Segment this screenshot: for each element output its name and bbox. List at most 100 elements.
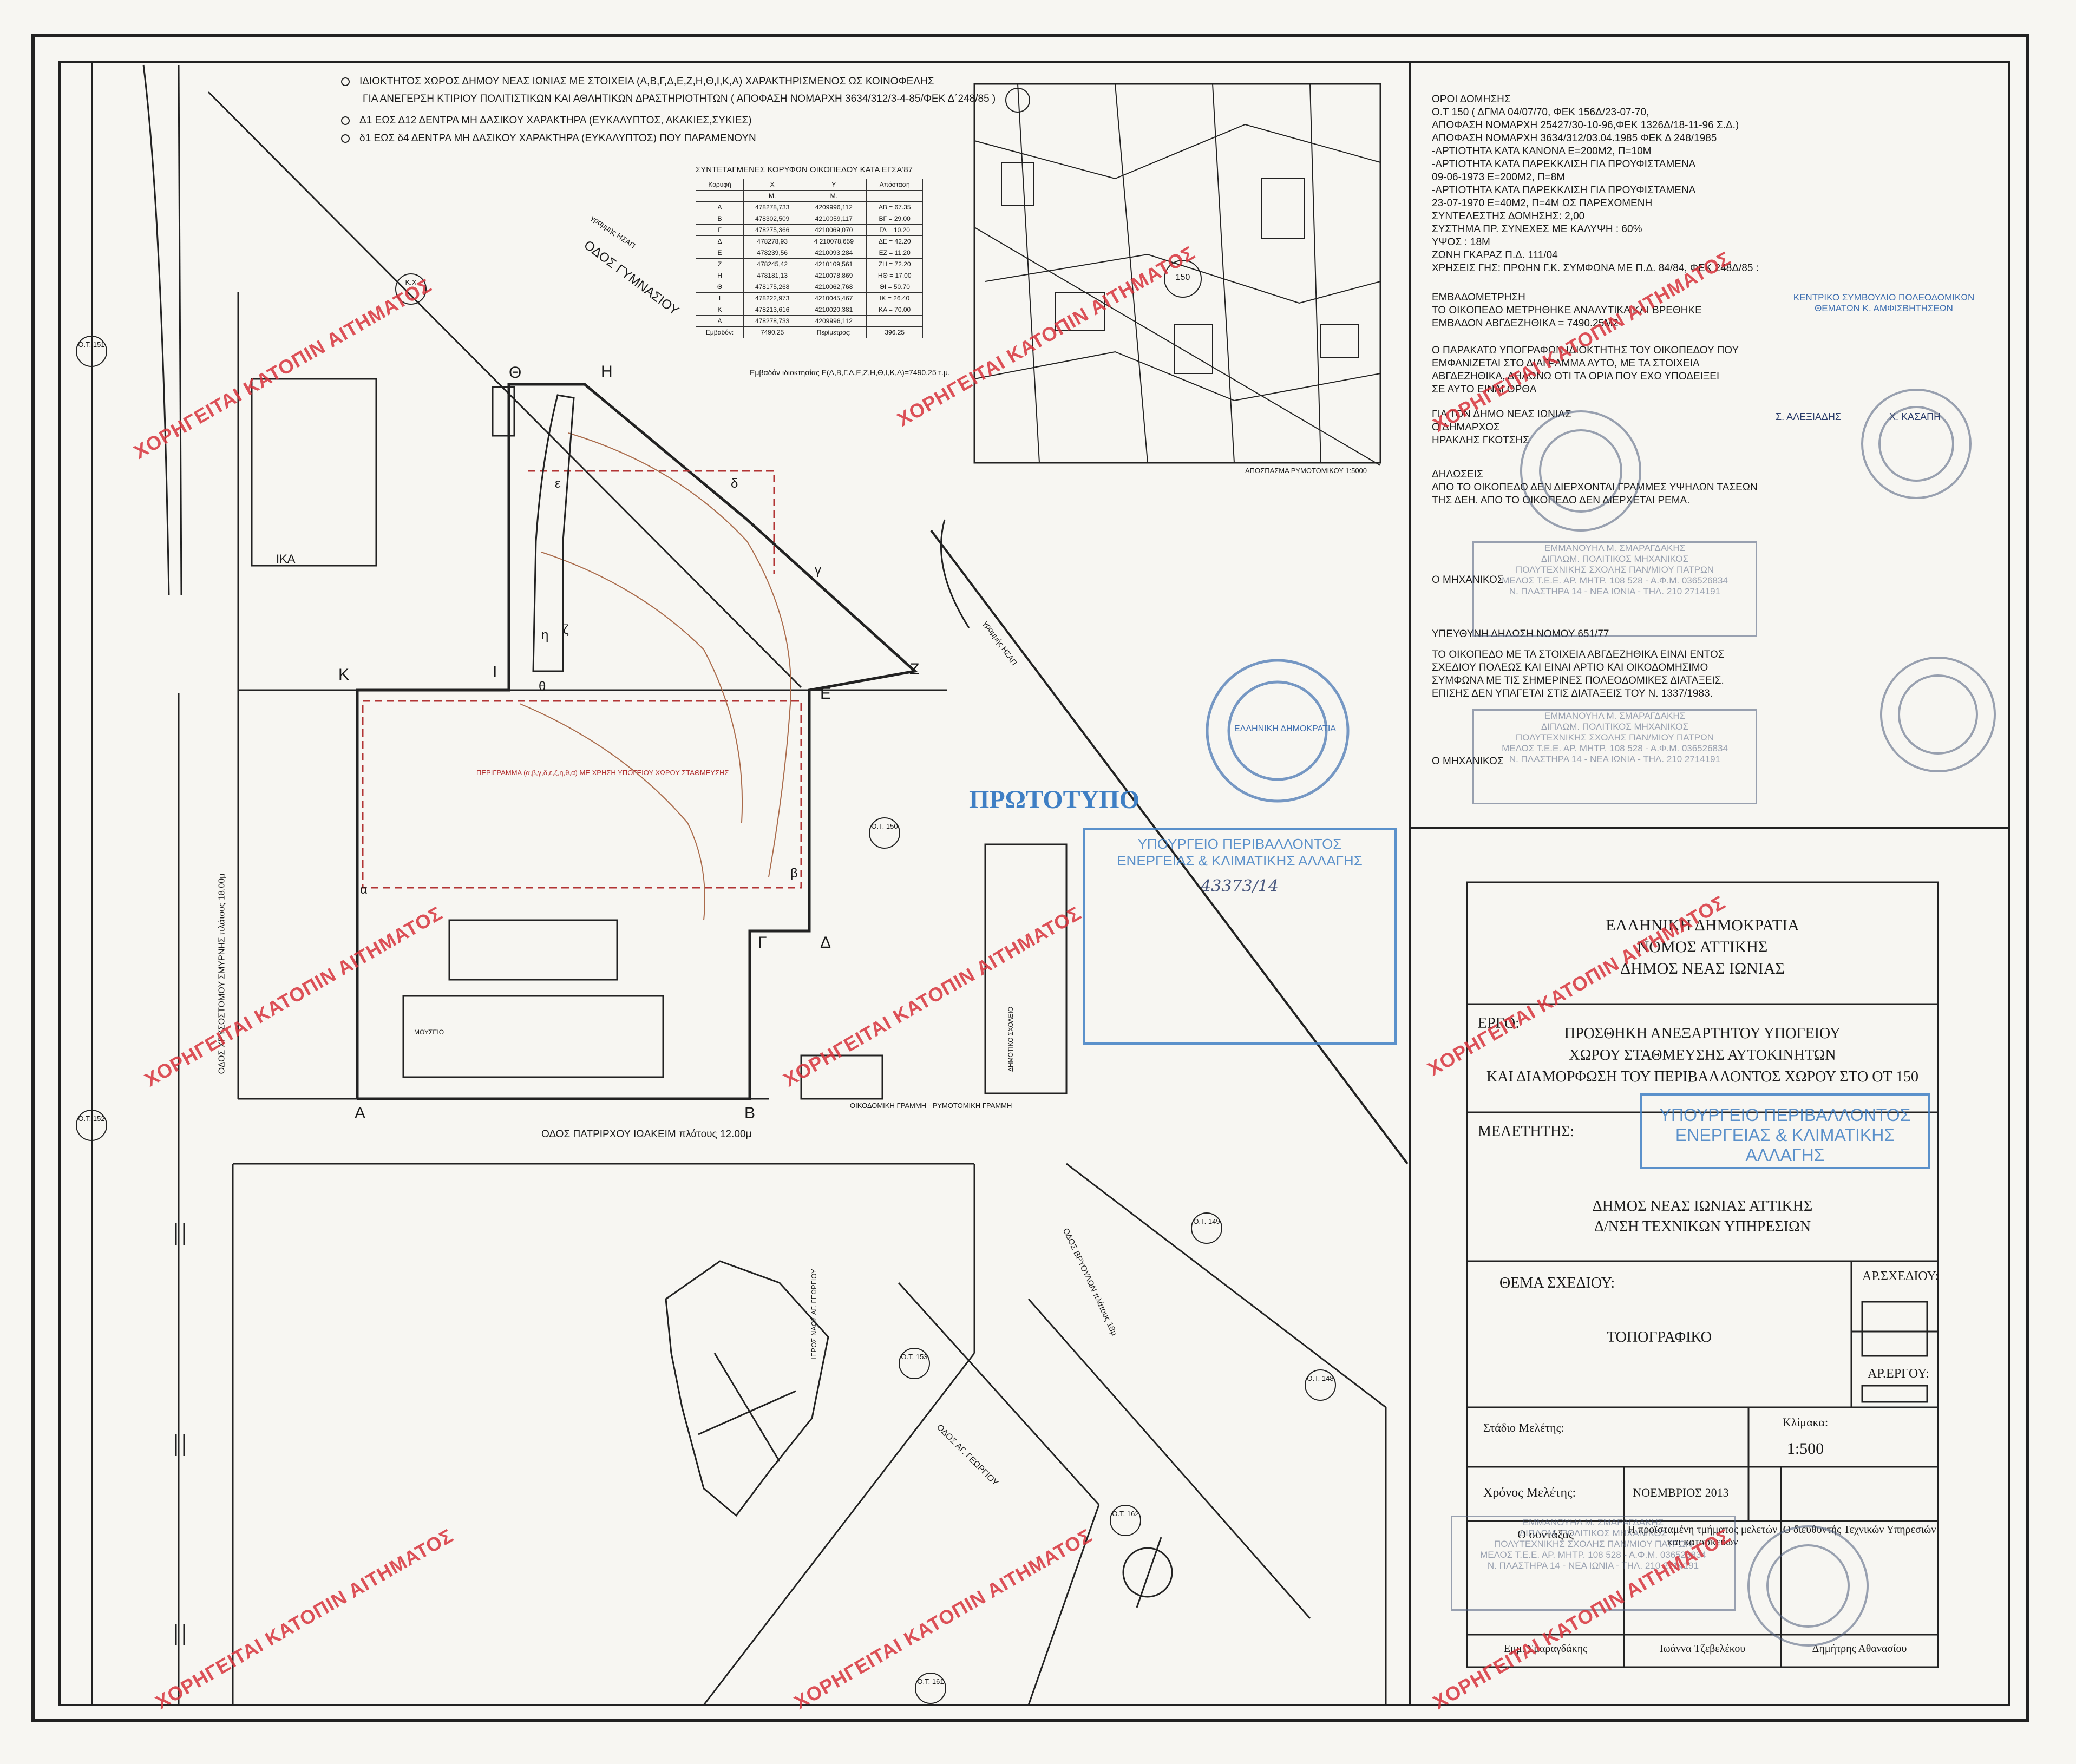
block-marker-162: Ο.Τ. 162 (1110, 1505, 1141, 1536)
ika-label: ΙΚΑ (276, 552, 296, 566)
date-value: ΝΟΕΜΒΡΙΟΣ 2013 (1633, 1486, 1729, 1499)
signer2-role: Η προϊσταμένη τμήματος μελετών και κατασ… (1627, 1524, 1778, 1548)
project-title: ΠΡΟΣΘΗΚΗ ΑΝΕΞΑΡΤΗΤΟΥ ΥΠΟΓΕΙΟΥ ΧΩΡΟΥ ΣΤΑΘ… (1486, 1025, 1919, 1085)
table-cell: 478181,13 (743, 270, 802, 281)
inner-frame (58, 61, 2010, 1706)
legend-item-property-cont: ΓΙΑ ΑΝΕΓΕΡΣΗ ΚΤΙΡΙΟΥ ΠΟΛΙΤΙΣΤΙΚΩΝ ΚΑΙ ΑΘ… (363, 93, 996, 104)
signer2-name: Ιωάννα Τζεβελέκου (1659, 1643, 1746, 1655)
vertex-G: Γ (758, 934, 767, 952)
seal-label: ΕΛΛΗΝΙΚΗ ΔΗΜΟΚΡΑΤΙΑ (1234, 724, 1336, 733)
engineer-stamp-3: ΕΜΜΑΝΟΥΗΛ Μ. ΣΜΑΡΑΓΔΑΚΗΣ ΔΙΠΛΩΜ. ΠΟΛΙΤΙΚ… (1451, 1516, 1736, 1611)
date-label: Χρόνος Μελέτης: (1483, 1486, 1576, 1500)
table-cell: ΔΕ = 42.20 (866, 235, 923, 247)
vertex-d: δ (731, 476, 738, 491)
building-line-label: ΟΙΚΟΔΟΜΙΚΗ ΓΡΑΜΜΗ - ΡΥΜΟΤΟΜΙΚΗ ΓΡΑΜΜΗ (850, 1101, 1012, 1110)
parking-perimeter-label: ΠΕΡΙΓΡΑΜΜΑ (α,β,γ,δ,ε,ζ,η,θ,α) ΜΕ ΧΡΗΣΗ … (476, 769, 729, 777)
signer1-name: Εμμ. Σμαραγδάκης (1503, 1643, 1588, 1655)
bullet-icon (341, 134, 350, 143)
museum-label: ΜΟΥΣΕΙΟ (414, 1028, 444, 1036)
vertex-K: Κ (338, 666, 350, 684)
subject: ΤΟΠΟΓΡΑΦΙΚΟ (1607, 1329, 1712, 1346)
block-marker-151: Ο.Τ. 151 (76, 336, 107, 367)
table-cell: 4210062,768 (801, 281, 867, 293)
vertex-z: ζ (563, 622, 569, 637)
legend-item-trees-remaining: δ1 ΕΩΣ δ4 ΔΕΝΤΡΑ ΜΗ ΔΑΣΙΚΟΥ ΧΑΡΑΚΤΗΡΑ (Ε… (341, 133, 756, 145)
title-authority: ΕΛΛΗΝΙΚΗ ΔΗΜΟΚΡΑΤΙΑ ΝΟΜΟΣ ΑΤΤΙΚΗΣ ΔΗΜΟΣ … (1606, 916, 1799, 978)
kx-marker: Κ.Χ (395, 273, 427, 305)
coords-table-title: ΣΥΝΤΕΤΑΓΜΕΝΕΣ ΚΟΡΥΦΩΝ ΟΙΚΟΠΕΔΟΥ ΚΑΤΑ ΕΓΣ… (696, 165, 913, 174)
building-terms: ΟΡΟΙ ΔΟΜΗΣΗΣ Ο.Τ 150 ( ΔΓΜΑ 04/07/70, ΦΕ… (1432, 93, 1979, 447)
scale-value: 1:500 (1786, 1440, 1824, 1458)
original-stamp: ΠΡΩΤΟΤΥΠΟ (969, 785, 1139, 814)
drawing-no-label: ΑΡ.ΣΧΕΔΙΟΥ: (1862, 1269, 1939, 1283)
secretary: Σ. ΑΛΕΞΙΑΔΗΣ (1776, 411, 1842, 422)
law-declaration: ΥΠΕΥΘΥΝΗ ΔΗΛΩΣΗ ΝΟΜΟΥ 651/77 ΤΟ ΟΙΚΟΠΕΔΟ… (1432, 628, 1725, 699)
table-cell: ΖΗ = 72.20 (866, 258, 923, 270)
table-cell: 478278,93 (743, 235, 802, 247)
project-no-label: ΑΡ.ΕΡΓΟΥ: (1868, 1367, 1929, 1381)
ministry-stamp: ΥΠΟΥΡΓΕΙΟ ΠΕΡΙΒΑΛΛΟΝΤΟΣ ΕΝΕΡΓΕΙΑΣ & ΚΛΙΜ… (1083, 828, 1397, 1045)
signer3-role: Ο διευθυντής Τεχνικών Υπηρεσιών (1783, 1524, 1936, 1536)
signer1-role: Ο συντάξας (1517, 1527, 1574, 1541)
table-cell: ΚΑ = 70.00 (866, 304, 923, 316)
vertex-th: θ (539, 679, 546, 694)
vertex-D: Δ (820, 934, 831, 952)
scale-label: Κλίμακα: (1782, 1415, 1829, 1429)
table-cell: ΗΘ = 17.00 (866, 270, 923, 281)
vertex-TH: Θ (509, 364, 522, 382)
block-marker-150: Ο.Τ. 150 (869, 817, 900, 849)
block-marker-161: Ο.Τ. 161 (915, 1673, 946, 1704)
block-marker-149: Ο.Τ. 149 (1191, 1212, 1222, 1244)
table-cell: ΑΒ = 67.35 (866, 201, 923, 213)
table-cell: 4210093,284 (801, 247, 867, 259)
table-cell: 4210020,381 (801, 304, 867, 316)
subject-label: ΘΕΜΑ ΣΧΕΔΙΟΥ: (1499, 1275, 1615, 1291)
engineer-label: Ο ΜΗΧΑΝΙΚΟΣ (1432, 574, 1504, 586)
designer: ΔΗΜΟΣ ΝΕΑΣ ΙΩΝΙΑΣ ΑΤΤΙΚΗΣ Δ/ΝΣΗ ΤΕΧΝΙΚΩΝ… (1592, 1198, 1813, 1235)
legend-item-property: ΙΔΙΟΚΤΗΤΟΣ ΧΩΡΟΣ ΔΗΜΟΥ ΝΕΑΣ ΙΩΝΙΑΣ ΜΕ ΣΤ… (341, 76, 934, 88)
legend-item-trees: Δ1 ΕΩΣ Δ12 ΔΕΝΤΡΑ ΜΗ ΔΑΣΙΚΟΥ ΧΑΡΑΚΤΗΡΑ (… (341, 115, 752, 127)
block-marker-153: Ο.Τ. 153 (899, 1348, 930, 1379)
stage-label: Στάδιο Μελέτης: (1483, 1421, 1564, 1434)
declarations: ΔΗΛΩΣΕΙΣ ΑΠΟ ΤΟ ΟΙΚΟΠΕΔΟ ΔΕΝ ΔΙΕΡΧΟΝΤΑΙ … (1432, 469, 1758, 506)
table-cell: 4209996,112 (801, 201, 867, 213)
vertex-a: α (360, 882, 368, 897)
block-marker-152: Ο.Τ. 152 (76, 1110, 107, 1141)
ministry-stamp-titleblock: ΥΠΟΥΡΓΕΙΟ ΠΕΡΙΒΑΛΛΟΝΤΟΣ ΕΝΕΡΓΕΙΑΣ & ΚΛΙΜ… (1640, 1093, 1930, 1169)
vertex-A: Α (355, 1104, 366, 1122)
vertex-b: β (790, 866, 798, 881)
street-label-ioakeim: ΟΔΟΣ ΠΑΤΡΙΡΧΟΥ ΙΩΑΚΕΙΜ πλάτους 12.00μ (541, 1129, 752, 1140)
block-marker-148: Ο.Τ. 148 (1305, 1369, 1336, 1401)
area-note: Εμβαδόν ιδιοκτησίας Ε(Α,Β,Γ,Δ,Ε,Ζ,Η,Θ,Ι,… (750, 368, 950, 377)
table-cell: ΙΚ = 26.40 (866, 292, 923, 304)
council-member: Χ. ΚΑΣΑΠΗ (1889, 411, 1941, 422)
signer3-name: Δημήτρης Αθανασίου (1812, 1643, 1907, 1655)
outer-frame (31, 34, 2029, 1722)
vertex-E: Ε (820, 685, 831, 703)
bullet-icon (341, 77, 350, 86)
table-cell: 478275,366 (743, 224, 802, 236)
council-stamp: ΚΕΝΤΡΙΚΟ ΣΥΜΒΟΥΛΙΟ ΠΟΛΕΟΔΟΜΙΚΩΝ ΘΕΜΑΤΩΝ … (1793, 292, 1975, 313)
vertex-h: η (541, 628, 549, 642)
engineer-stamp: ΕΜΜΑΝΟΥΗΛ Μ. ΣΜΑΡΑΓΔΑΚΗΣ ΔΙΠΛΩΜ. ΠΟΛΙΤΙΚ… (1472, 541, 1757, 637)
vertex-Z: Ζ (909, 660, 920, 678)
engineer-label-2: Ο ΜΗΧΑΝΙΚΟΣ (1432, 756, 1504, 767)
designer-label: ΜΕΛΕΤΗΤΗΣ: (1478, 1123, 1575, 1140)
bullet-icon (341, 116, 350, 125)
vertex-B: Β (744, 1104, 756, 1122)
inset-caption: ΑΠΟΣΠΑΣΜΑ ΡΥΜΟΤΟΜΙΚΟΥ 1:5000 (1245, 467, 1367, 475)
inset-block-150: 150 (1164, 260, 1202, 298)
project-label: ΕΡΓΟ: (1478, 1015, 1520, 1032)
vertex-I: Ι (493, 663, 497, 681)
area-heading: ΕΜΒΑΔΟΜΕΤΡΗΣΗ (1432, 292, 1525, 303)
vertex-H: Η (601, 363, 613, 381)
table-cell: 4210069,070 (801, 224, 867, 236)
